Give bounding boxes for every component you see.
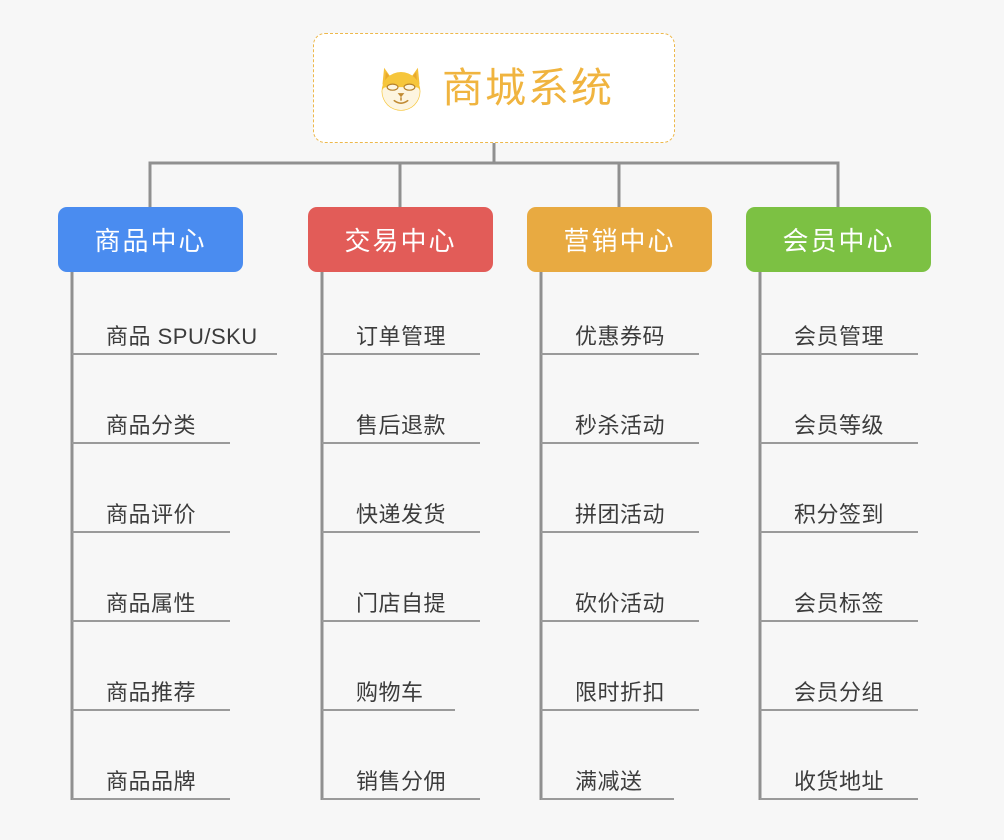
leaf-item[interactable]: 商品属性 xyxy=(72,574,230,622)
leaf-item-label: 秒杀活动 xyxy=(575,413,666,439)
leaf-item[interactable]: 订单管理 xyxy=(322,307,480,355)
leaf-item-label: 满减送 xyxy=(575,769,643,795)
leaf-item[interactable]: 限时折扣 xyxy=(541,663,699,711)
leaf-item[interactable]: 购物车 xyxy=(322,663,455,711)
leaf-item[interactable]: 快递发货 xyxy=(322,485,480,533)
leaf-item[interactable]: 商品分类 xyxy=(72,396,230,444)
leaf-item-label: 限时折扣 xyxy=(575,680,666,706)
leaf-item[interactable]: 商品评价 xyxy=(72,485,230,533)
leaf-item[interactable]: 会员管理 xyxy=(760,307,918,355)
leaf-item-label: 优惠券码 xyxy=(575,324,666,350)
leaf-item-label: 商品属性 xyxy=(106,591,197,617)
leaf-item-label: 快递发货 xyxy=(356,502,447,528)
leaf-item[interactable]: 售后退款 xyxy=(322,396,480,444)
category-box-trade-center[interactable]: 交易中心 xyxy=(308,207,493,272)
leaf-item-label: 商品品牌 xyxy=(106,769,197,795)
leaf-item-label: 商品分类 xyxy=(106,413,197,439)
leaf-item-label: 订单管理 xyxy=(356,324,447,350)
leaf-item-label: 商品推荐 xyxy=(106,680,197,706)
root-title: 商城系统 xyxy=(442,64,614,111)
leaf-item[interactable]: 商品推荐 xyxy=(72,663,230,711)
shiba-dog-face-icon xyxy=(381,67,421,111)
leaf-item-label: 会员管理 xyxy=(794,324,885,350)
category-label: 营销中心 xyxy=(563,226,676,256)
leaf-item[interactable]: 满减送 xyxy=(541,752,674,800)
leaf-item[interactable]: 商品 SPU/SKU xyxy=(72,307,277,355)
leaf-item[interactable]: 砍价活动 xyxy=(541,574,699,622)
leaf-item[interactable]: 会员分组 xyxy=(760,663,918,711)
category-label: 商品中心 xyxy=(94,226,207,256)
leaf-item-label: 购物车 xyxy=(356,680,424,706)
leaf-item[interactable]: 商品品牌 xyxy=(72,752,230,800)
leaf-item-label: 拼团活动 xyxy=(575,502,666,528)
leaf-item-label: 售后退款 xyxy=(356,413,447,439)
leaf-item[interactable]: 积分签到 xyxy=(760,485,918,533)
leaf-item-label: 会员等级 xyxy=(794,413,885,439)
leaf-item[interactable]: 秒杀活动 xyxy=(541,396,699,444)
leaf-item-label: 会员分组 xyxy=(794,680,885,706)
category-label: 会员中心 xyxy=(782,226,895,256)
category-label: 交易中心 xyxy=(344,226,457,256)
leaf-item[interactable]: 会员标签 xyxy=(760,574,918,622)
category-box-product-center[interactable]: 商品中心 xyxy=(58,207,243,272)
leaf-item-label: 砍价活动 xyxy=(575,591,666,617)
leaf-item[interactable]: 会员等级 xyxy=(760,396,918,444)
category-box-member-center[interactable]: 会员中心 xyxy=(746,207,931,272)
leaf-item-label: 积分签到 xyxy=(794,502,885,528)
leaf-item-label: 会员标签 xyxy=(794,591,885,617)
leaf-item[interactable]: 拼团活动 xyxy=(541,485,699,533)
root-node[interactable]: 商城系统 xyxy=(313,33,675,143)
leaf-item-label: 销售分佣 xyxy=(356,769,447,795)
leaf-item[interactable]: 收货地址 xyxy=(760,752,918,800)
category-box-marketing-center[interactable]: 营销中心 xyxy=(527,207,712,272)
leaf-item-label: 收货地址 xyxy=(794,769,885,795)
leaf-item[interactable]: 销售分佣 xyxy=(322,752,480,800)
leaf-item-label: 商品评价 xyxy=(106,502,197,528)
leaf-item-label: 商品 SPU/SKU xyxy=(106,324,258,350)
leaf-item[interactable]: 优惠券码 xyxy=(541,307,699,355)
leaf-item-label: 门店自提 xyxy=(356,591,447,617)
leaf-item[interactable]: 门店自提 xyxy=(322,574,480,622)
